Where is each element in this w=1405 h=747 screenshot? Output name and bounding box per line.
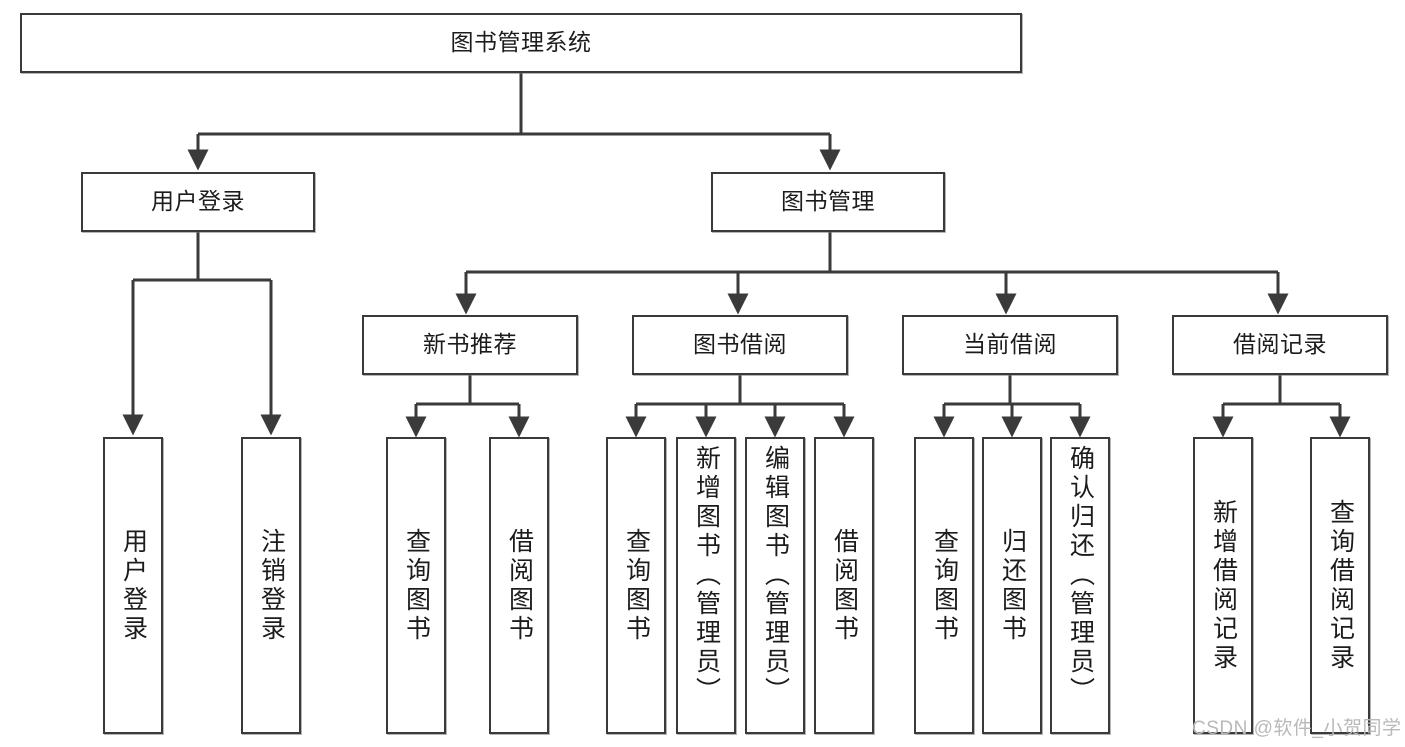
node-borrow-records[interactable]: 借阅记录 — [1172, 315, 1388, 375]
node-leaf-add-borrow-record[interactable]: 新增借阅记录 — [1193, 437, 1253, 734]
node-book-management[interactable]: 图书管理 — [711, 172, 945, 232]
node-label: 当前借阅 — [963, 331, 1057, 358]
node-leaf-add-book-admin[interactable]: 新增图书（管理员） — [676, 437, 736, 734]
node-label: 用户登录 — [151, 188, 245, 215]
node-label: 编辑图书（管理员） — [761, 445, 790, 706]
node-new-book-recommend[interactable]: 新书推荐 — [362, 315, 578, 375]
node-label: 新书推荐 — [423, 331, 517, 358]
node-label: 确认归还（管理员） — [1066, 445, 1095, 706]
node-leaf-return-book[interactable]: 归还图书 — [982, 437, 1042, 734]
node-label: 用户登录 — [119, 527, 148, 644]
node-label: 图书借阅 — [693, 331, 787, 358]
watermark: CSDN @软件_小贺同学 — [1192, 718, 1402, 739]
node-label: 新增借阅记录 — [1209, 498, 1238, 673]
node-label: 新增图书（管理员） — [692, 445, 721, 706]
node-label: 借阅记录 — [1233, 331, 1327, 358]
node-label: 注销登录 — [257, 527, 286, 644]
node-label: 查询图书 — [930, 527, 959, 644]
node-label: 查询图书 — [402, 527, 431, 644]
node-leaf-query-book-current[interactable]: 查询图书 — [914, 437, 974, 734]
node-label: 借阅图书 — [830, 527, 859, 644]
node-label: 归还图书 — [998, 527, 1027, 644]
node-label: 图书管理系统 — [450, 29, 592, 56]
node-label: 查询借阅记录 — [1326, 498, 1355, 673]
node-leaf-borrow-book-newbook[interactable]: 借阅图书 — [489, 437, 549, 734]
node-current-borrow[interactable]: 当前借阅 — [902, 315, 1118, 375]
node-leaf-user-login[interactable]: 用户登录 — [103, 437, 163, 734]
node-leaf-query-book-borrow[interactable]: 查询图书 — [606, 437, 666, 734]
node-user-login[interactable]: 用户登录 — [81, 172, 315, 232]
node-leaf-query-book-newbook[interactable]: 查询图书 — [386, 437, 446, 734]
node-label: 图书管理 — [781, 188, 875, 215]
node-label: 借阅图书 — [505, 527, 534, 644]
node-root-book-management-system[interactable]: 图书管理系统 — [20, 13, 1022, 73]
node-leaf-query-borrow-record[interactable]: 查询借阅记录 — [1310, 437, 1370, 734]
node-leaf-edit-book-admin[interactable]: 编辑图书（管理员） — [745, 437, 805, 734]
node-label: 查询图书 — [622, 527, 651, 644]
node-leaf-confirm-return-admin[interactable]: 确认归还（管理员） — [1050, 437, 1110, 734]
node-leaf-logout[interactable]: 注销登录 — [241, 437, 301, 734]
node-book-borrow[interactable]: 图书借阅 — [632, 315, 848, 375]
node-leaf-borrow-book[interactable]: 借阅图书 — [814, 437, 874, 734]
